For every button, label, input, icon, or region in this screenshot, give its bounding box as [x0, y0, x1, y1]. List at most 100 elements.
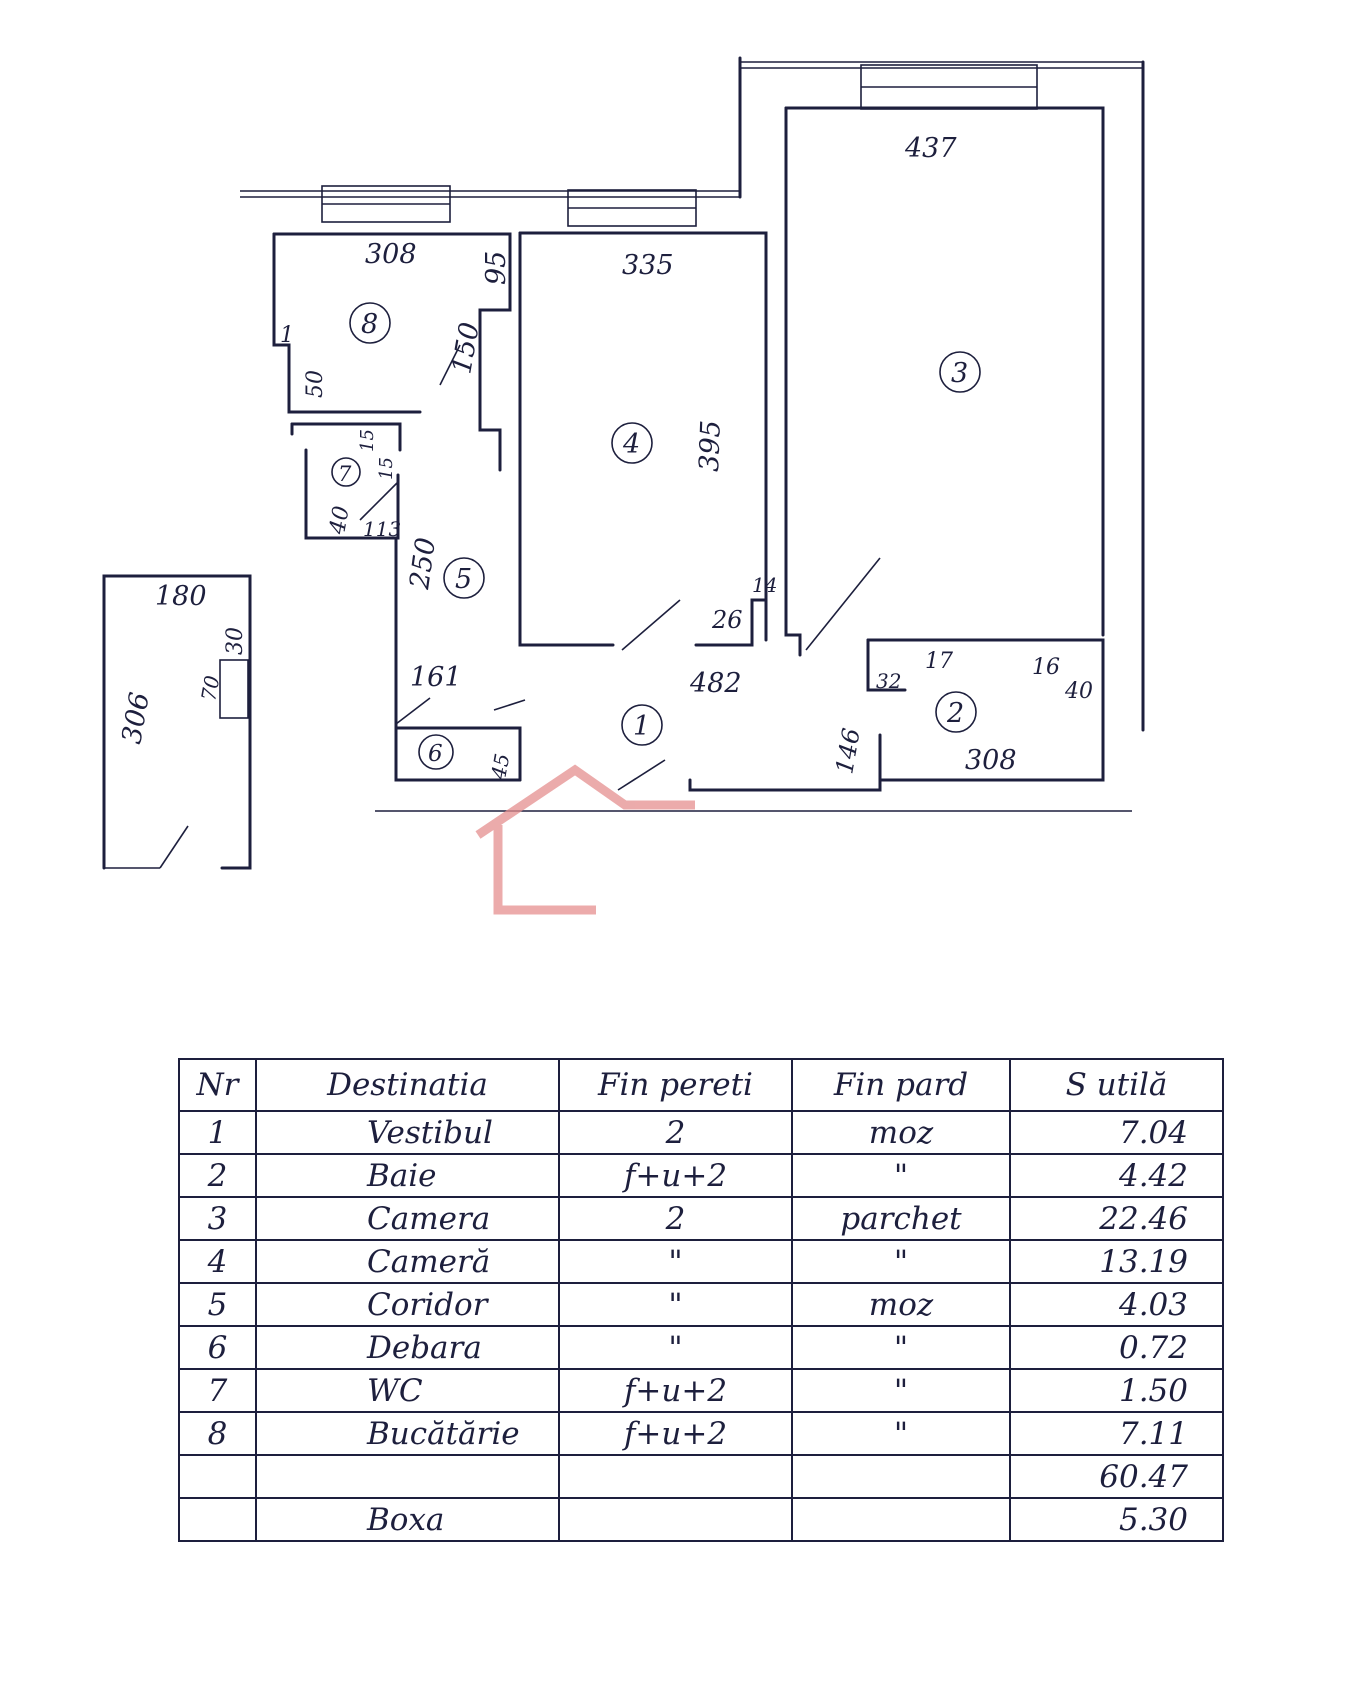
- room-area-table: Nr Destinatia Fin pereti Fin pard S util…: [178, 1058, 1224, 1542]
- cell-nr: 2: [178, 1153, 257, 1198]
- dim-box-width: 180: [155, 581, 207, 612]
- room-labels: 8 4 3 7 5 6 1 2: [331, 302, 981, 770]
- cell-box-label: Boxa: [255, 1497, 560, 1542]
- dim-room8-small: 50: [303, 370, 328, 398]
- header-usable-area: S utilă: [1009, 1058, 1224, 1112]
- header-nr: Nr: [178, 1058, 257, 1112]
- dim-room1-b: 482: [689, 668, 742, 699]
- cell-area: 7.04: [1009, 1110, 1224, 1155]
- dim-room5-depth: 250: [404, 536, 442, 592]
- room-label-5: 5: [455, 564, 472, 595]
- dim-room1-a: 161: [410, 662, 462, 693]
- dim-room6-a: 45: [486, 752, 514, 782]
- dim-room7-d: 113: [363, 517, 401, 541]
- dim-room2-b: 17: [925, 649, 953, 674]
- cell-floor-finish: ": [791, 1239, 1011, 1284]
- room-label-2: 2: [946, 698, 964, 729]
- cell-destination: WC: [255, 1368, 560, 1413]
- dim-room7-c: 40: [325, 504, 355, 537]
- cell-nr: 3: [178, 1196, 257, 1241]
- room-4-outline: [518, 231, 768, 651]
- dim-room1-d: 14: [752, 573, 777, 597]
- dim-room2-width: 308: [965, 745, 1017, 776]
- cell-destination: Baie: [255, 1153, 560, 1198]
- cell-floor-finish: parchet: [791, 1196, 1011, 1241]
- table-row: 8 Bucătărie f+u+2 " 7.11: [178, 1411, 1224, 1456]
- cell-wall-finish: f+u+2: [558, 1411, 793, 1456]
- dim-room2-a: 32: [876, 669, 901, 693]
- dim-room1-e: 146: [830, 726, 866, 776]
- header-destination: Destinatia: [255, 1058, 560, 1112]
- cell-destination: Cameră: [255, 1239, 560, 1284]
- dim-box-b: 70: [196, 673, 224, 703]
- dim-room4-width: 335: [622, 250, 674, 281]
- cell-area: 0.72: [1009, 1325, 1224, 1370]
- room-label-6: 6: [428, 741, 443, 767]
- cell-floor-finish: ": [791, 1325, 1011, 1370]
- room-3-outline: [784, 106, 1105, 657]
- cell-area: 22.46: [1009, 1196, 1224, 1241]
- dim-room3-width: 437: [904, 133, 957, 164]
- cell-nr: 4: [178, 1239, 257, 1284]
- dim-box-a: 30: [223, 627, 248, 655]
- room-label-8: 8: [361, 309, 378, 340]
- room-label-4: 4: [622, 429, 640, 460]
- room-label-7: 7: [338, 462, 352, 486]
- cell-destination: Bucătărie: [255, 1411, 560, 1456]
- cell-nr: 7: [178, 1368, 257, 1413]
- cell-floor-finish: moz: [791, 1110, 1011, 1155]
- table-row: 3 Camera 2 parchet 22.46: [178, 1196, 1224, 1241]
- table-row: 6 Debara " " 0.72: [178, 1325, 1224, 1370]
- table-row: 5 Coridor " moz 4.03: [178, 1282, 1224, 1327]
- table-box-row: Boxa 5.30: [178, 1497, 1224, 1542]
- room-1-5-6-outline: [394, 538, 882, 792]
- exterior-walls: [240, 56, 1145, 812]
- dim-room2-d: 40: [1064, 679, 1093, 704]
- cell-wall-finish: f+u+2: [558, 1153, 793, 1198]
- cell-floor-finish: ": [791, 1153, 1011, 1198]
- cell-nr: 6: [178, 1325, 257, 1370]
- cell-area: 13.19: [1009, 1239, 1224, 1284]
- dim-room1-c: 26: [711, 606, 743, 634]
- cell-destination: Coridor: [255, 1282, 560, 1327]
- cell-floor-finish: ": [791, 1411, 1011, 1456]
- table-row: 2 Baie f+u+2 " 4.42: [178, 1153, 1224, 1198]
- cell-destination: Camera: [255, 1196, 560, 1241]
- dim-room8-niche: 95: [481, 251, 512, 285]
- cell-wall-finish: ": [558, 1282, 793, 1327]
- dimensions: 437 335 308 95 150 50 1 395 15 15 40 113…: [116, 133, 1093, 782]
- dim-room7-b: 15: [376, 457, 397, 480]
- cell-area: 1.50: [1009, 1368, 1224, 1413]
- dim-room8-tick: 1: [280, 323, 294, 348]
- room-label-1: 1: [633, 711, 650, 742]
- cell-wall-finish: 2: [558, 1110, 793, 1155]
- room-7-outline: [290, 422, 402, 540]
- cell-area: 4.03: [1009, 1282, 1224, 1327]
- dim-room7-a: 15: [357, 429, 378, 452]
- dim-box-depth: 306: [116, 690, 155, 746]
- cell-wall-finish: ": [558, 1239, 793, 1284]
- dim-room2-c: 16: [1032, 655, 1060, 680]
- dim-room4-depth: 395: [694, 420, 727, 473]
- cell-destination: Vestibul: [255, 1110, 560, 1155]
- table-row: 7 WC f+u+2 " 1.50: [178, 1368, 1224, 1413]
- watermark-logo: [475, 764, 695, 915]
- cell-nr: 5: [178, 1282, 257, 1327]
- cell-destination: Debara: [255, 1325, 560, 1370]
- dim-room8-width: 308: [365, 239, 417, 270]
- header-wall-finish: Fin pereti: [558, 1058, 793, 1112]
- cell-area: 4.42: [1009, 1153, 1224, 1198]
- cell-nr: 1: [178, 1110, 257, 1155]
- room-8-outline: [272, 232, 512, 472]
- cell-floor-finish: moz: [791, 1282, 1011, 1327]
- room-2-outline: [866, 638, 1105, 782]
- table-row: 4 Cameră " " 13.19: [178, 1239, 1224, 1284]
- cell-total-area: 60.47: [1009, 1454, 1224, 1499]
- table-header-row: Nr Destinatia Fin pereti Fin pard S util…: [178, 1058, 1224, 1112]
- room-label-3: 3: [951, 358, 968, 389]
- cell-wall-finish: f+u+2: [558, 1368, 793, 1413]
- cell-box-area: 5.30: [1009, 1497, 1224, 1542]
- table-row: 1 Vestibul 2 moz 7.04: [178, 1110, 1224, 1155]
- table-total-row: 60.47: [178, 1454, 1224, 1499]
